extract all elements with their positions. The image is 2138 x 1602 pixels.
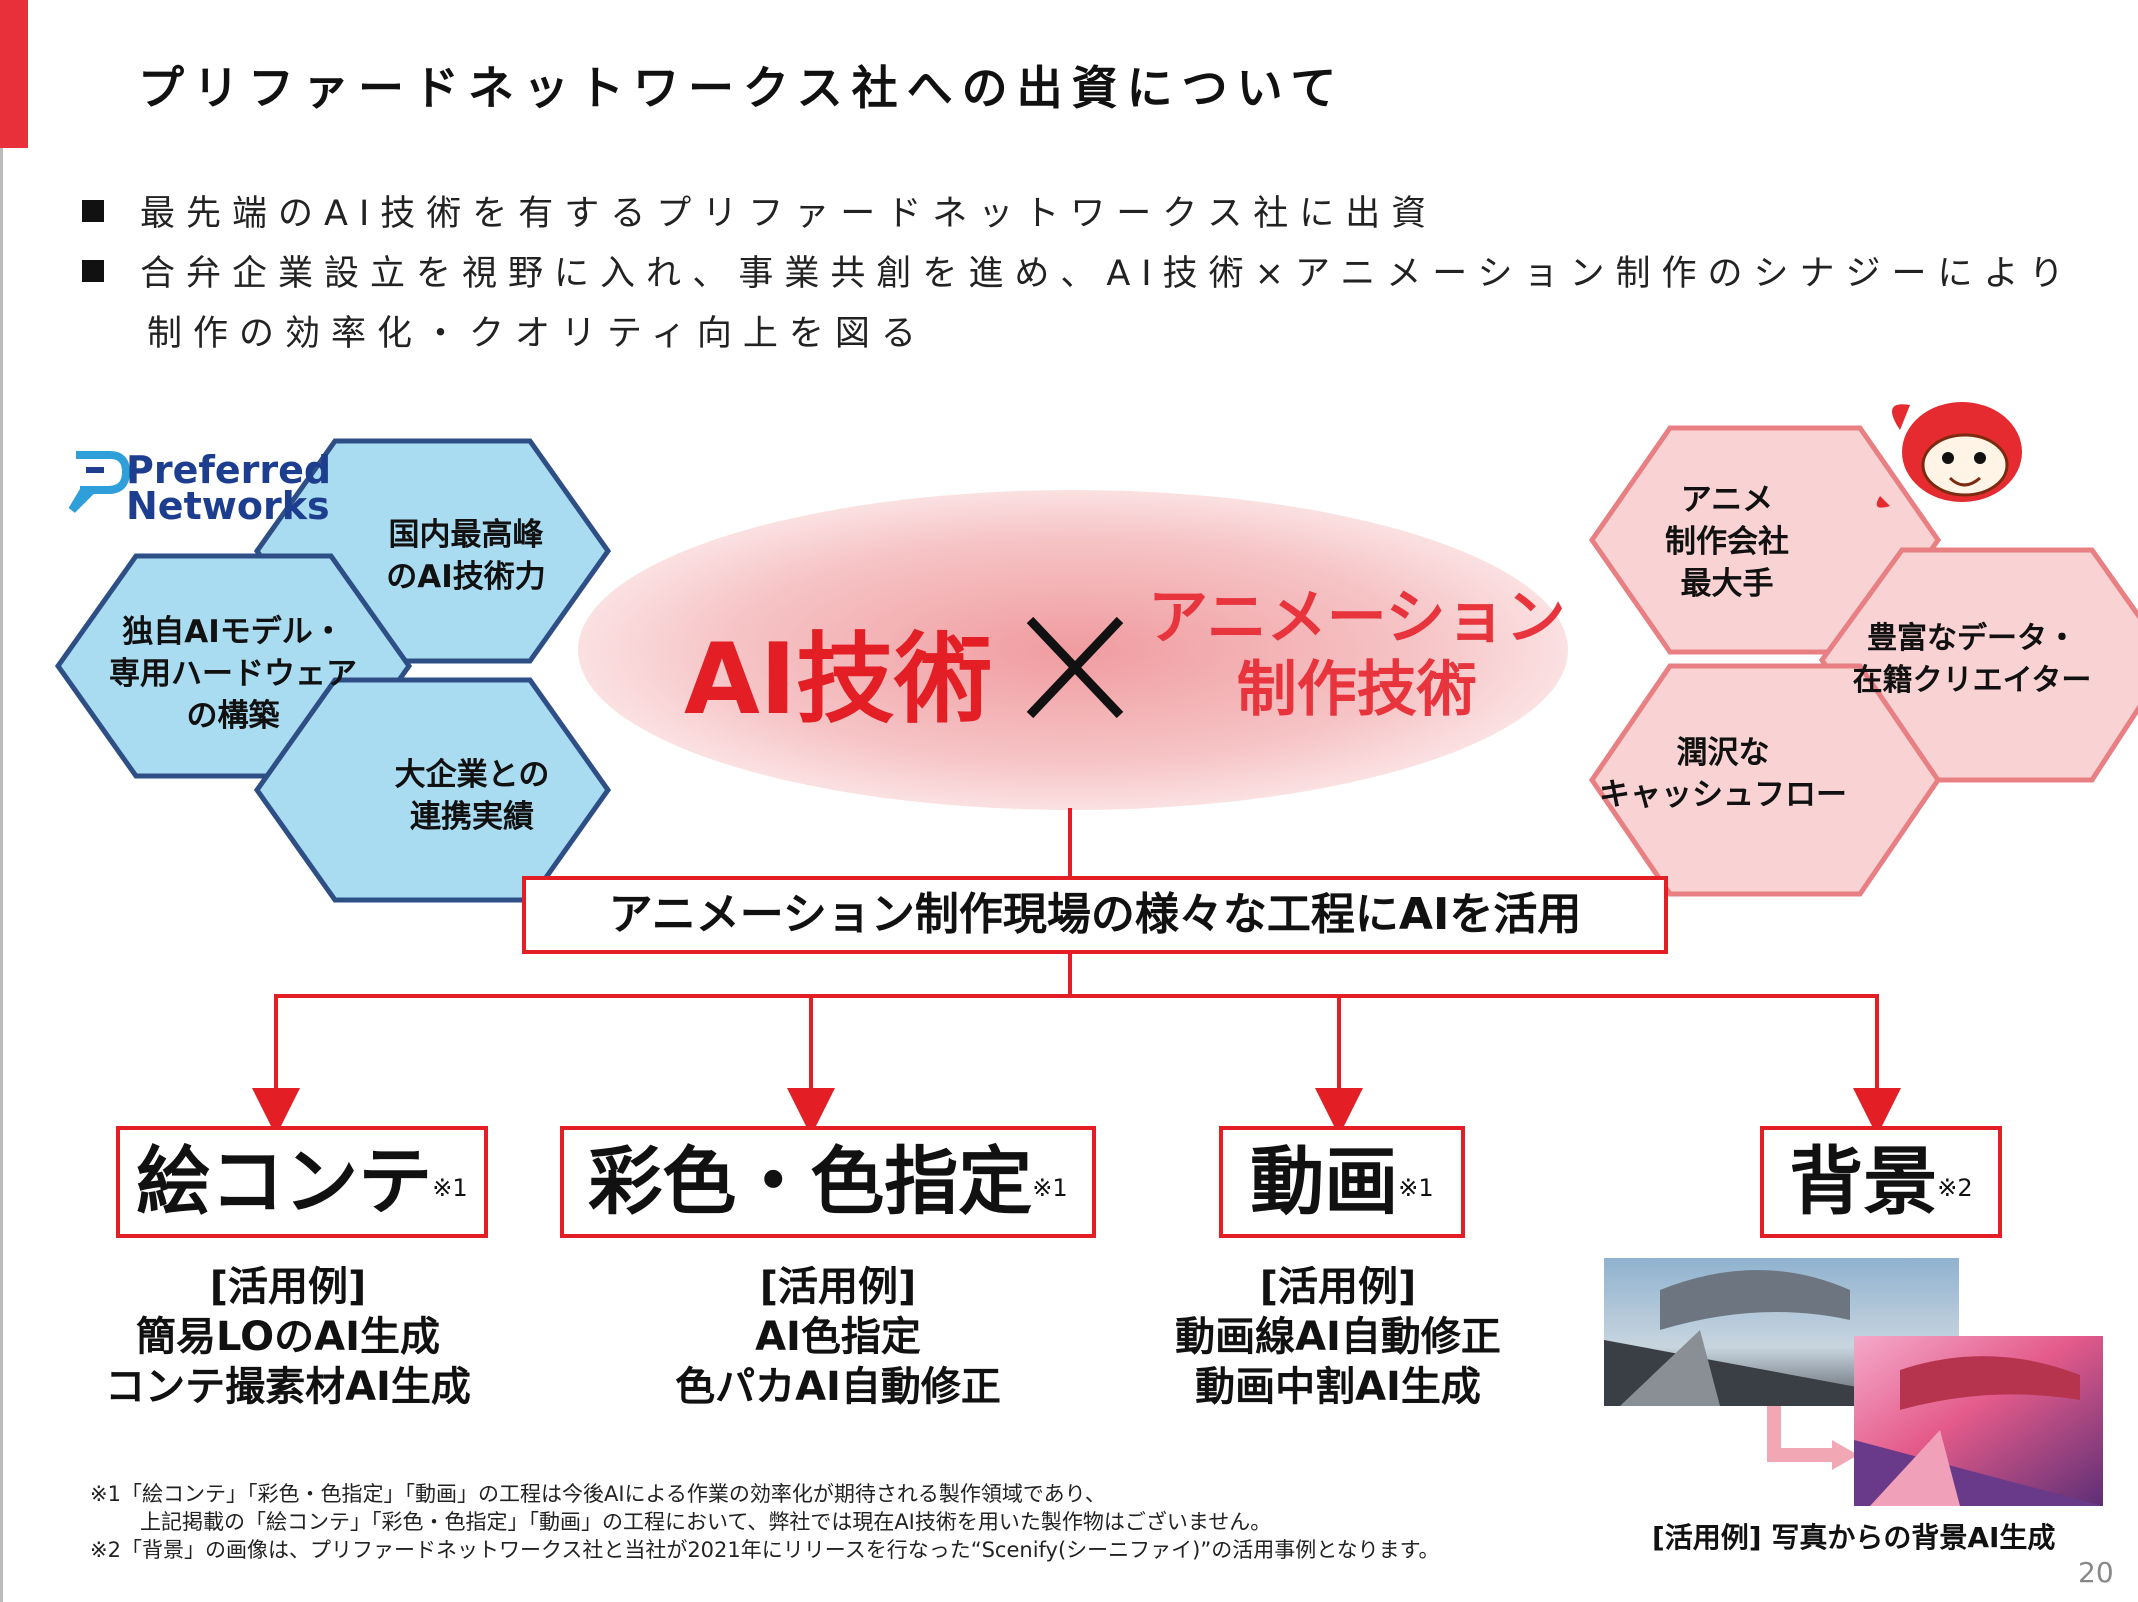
hex-line: 大企業との bbox=[394, 757, 550, 793]
hex-line: 最大手 bbox=[1680, 566, 1774, 602]
ai-technology-label: AI技術 bbox=[684, 623, 993, 737]
background-example-caption: [活用例] 写真からの背景AI生成 bbox=[1652, 1521, 2056, 1554]
hex-line: 豊富なデータ・ bbox=[1867, 621, 2077, 656]
pfn-logo-line1: Preferred bbox=[126, 448, 332, 492]
examples-coloring: [活用例] AI色指定 色パカAI自動修正 bbox=[675, 1262, 1001, 1412]
center-ellipse bbox=[578, 490, 1568, 810]
title-accent-bar bbox=[0, 0, 28, 148]
step-coloring: 彩色・色指定※1 bbox=[560, 1126, 1096, 1238]
square-bullet-icon bbox=[82, 260, 104, 282]
hex-line: 在籍クリエイター bbox=[1852, 663, 2092, 698]
hex-line: の構築 bbox=[186, 698, 280, 734]
pfn-hex-own-model-label: 独自AIモデル・ 専用ハードウェア の構築 bbox=[109, 611, 357, 737]
step-background: 背景※2 bbox=[1760, 1126, 2002, 1238]
page-title: プリファードネットワークス社への出資について bbox=[138, 61, 1346, 115]
transform-arrow-icon bbox=[1767, 1406, 1838, 1462]
example-line: 動画線AI自動修正 bbox=[1175, 1314, 1501, 1360]
examples-head: [活用例] bbox=[1259, 1264, 1417, 1310]
animation-technology-label: アニメーション 制作技術 bbox=[1148, 582, 1566, 726]
step-label: 彩色・色指定 bbox=[588, 1139, 1033, 1225]
pfn-logo-line2: Networks bbox=[126, 484, 330, 528]
toei-hex-data-creators-label: 豊富なデータ・ 在籍クリエイター bbox=[1853, 618, 2092, 702]
footnote-1: ※1「絵コンテ」「彩色・色指定」「動画」の工程は今後AIによる作業の効率化が期待… bbox=[90, 1482, 1106, 1506]
footnote-1-continued: 上記掲載の「絵コンテ」「彩色・色指定」「動画」の工程において、弊社では現在AI技… bbox=[140, 1510, 1272, 1534]
example-line: AI色指定 bbox=[755, 1314, 921, 1360]
hex-line: 国内最高峰 bbox=[388, 517, 544, 553]
examples-inbetween: [活用例] 動画線AI自動修正 動画中割AI生成 bbox=[1175, 1262, 1501, 1412]
anim-line1: アニメーション bbox=[1148, 583, 1566, 653]
photo-ai-background-image bbox=[1854, 1336, 2103, 1506]
pfn-hex-partnerships-label: 大企業との 連携実績 bbox=[395, 754, 550, 838]
examples-head: [活用例] bbox=[759, 1264, 917, 1310]
examples-head: [活用例] bbox=[209, 1264, 367, 1310]
anim-line2: 制作技術 bbox=[1236, 655, 1477, 725]
step-inbetween: 動画※1 bbox=[1219, 1126, 1465, 1238]
bullet-item-2-continued: 制作の効率化・クオリティ向上を図る bbox=[147, 314, 927, 354]
connector-branch bbox=[274, 994, 1879, 1110]
step-note: ※1 bbox=[432, 1174, 468, 1202]
toei-hex-cashflow-label: 潤沢な キャッシュフロー bbox=[1599, 732, 1847, 816]
hex-line: アニメ bbox=[1680, 482, 1774, 518]
toei-hex-largest-studio-label: アニメ 制作会社 最大手 bbox=[1665, 479, 1789, 605]
step-note: ※1 bbox=[1032, 1174, 1068, 1202]
square-bullet-icon bbox=[82, 200, 104, 222]
examples-storyboard: [活用例] 簡易LOのAI生成 コンテ撮素材AI生成 bbox=[105, 1262, 471, 1412]
step-label: 動画 bbox=[1250, 1139, 1399, 1225]
bullet-item-1: 最先端のAI技術を有するプリファードネットワークス社に出資 bbox=[82, 185, 1437, 236]
hex-line: 制作会社 bbox=[1665, 524, 1789, 560]
step-note: ※1 bbox=[1398, 1174, 1434, 1202]
process-box: アニメーション制作現場の様々な工程にAIを活用 bbox=[522, 876, 1668, 954]
hex-line: 独自AIモデル・ bbox=[122, 614, 344, 650]
pfn-logo-icon bbox=[68, 451, 131, 513]
left-border-line bbox=[0, 148, 3, 1602]
pfn-logo: Preferred Networks bbox=[126, 448, 332, 528]
step-label: 背景 bbox=[1789, 1139, 1938, 1225]
transform-arrow-head-icon bbox=[1832, 1440, 1858, 1470]
hex-line: 連携実績 bbox=[409, 799, 534, 835]
hex-line: 専用ハードウェア bbox=[109, 656, 357, 692]
example-line: コンテ撮素材AI生成 bbox=[105, 1364, 471, 1410]
hex-line: キャッシュフロー bbox=[1599, 777, 1847, 813]
hex-line: 潤沢な bbox=[1676, 735, 1770, 771]
example-line: 色パカAI自動修正 bbox=[675, 1364, 1001, 1410]
cat-mascot-icon bbox=[1876, 402, 2022, 508]
hex-line: のAI技術力 bbox=[386, 559, 546, 595]
pfn-hex-ai-power-label: 国内最高峰 のAI技術力 bbox=[386, 514, 546, 598]
page-number: 20 bbox=[2078, 1556, 2114, 1589]
toei-hex-cashflow bbox=[1588, 663, 1942, 897]
example-line: 動画中割AI生成 bbox=[1195, 1364, 1481, 1410]
step-note: ※2 bbox=[1937, 1174, 1973, 1202]
times-mark-stroke2 bbox=[1026, 616, 1124, 719]
step-storyboard: 絵コンテ※1 bbox=[116, 1126, 488, 1238]
step-label: 絵コンテ bbox=[136, 1139, 433, 1225]
example-line: 簡易LOのAI生成 bbox=[136, 1314, 440, 1360]
bullet-item-2: 合弁企業設立を視野に入れ、事業共創を進め、AI技術×アニメーション制作のシナジー… bbox=[82, 245, 2075, 296]
footnote-2: ※2「背景」の画像は、プリファードネットワークス社と当社が2021年にリリースを… bbox=[90, 1538, 1440, 1562]
